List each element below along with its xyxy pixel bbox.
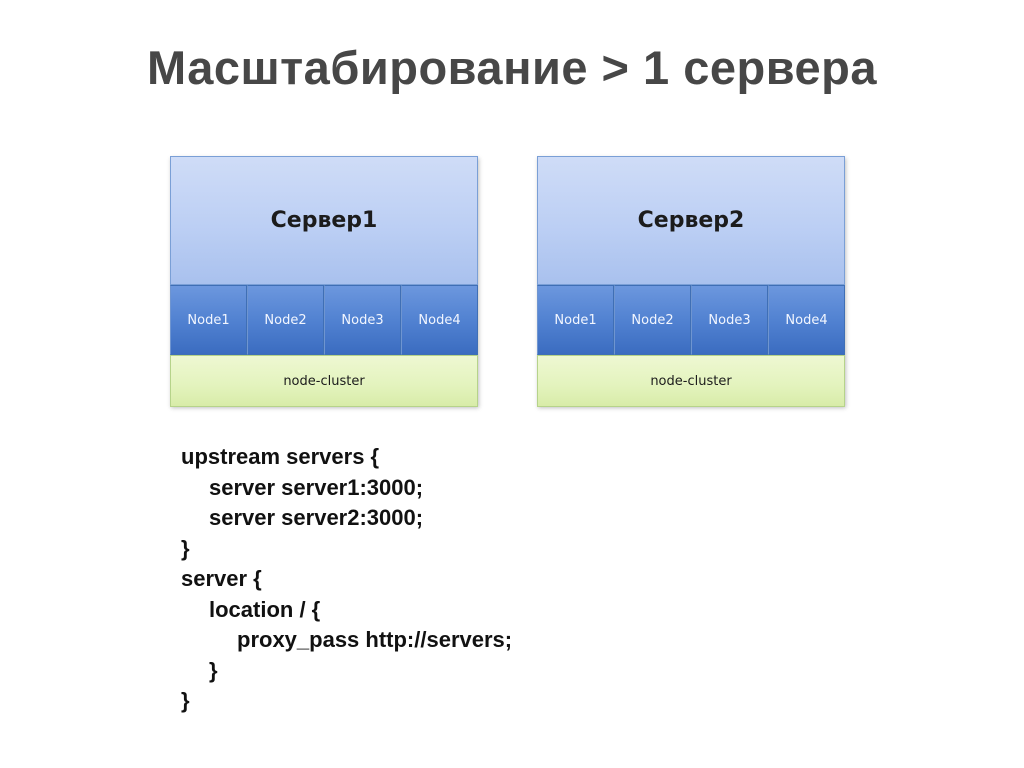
node-label: Node4 xyxy=(418,312,461,328)
node-label: Node3 xyxy=(708,312,751,328)
server-1-node-4: Node4 xyxy=(401,285,478,355)
code-line: server server1:3000; xyxy=(209,474,424,500)
server-2-node-row: Node1 Node2 Node3 Node4 xyxy=(537,285,845,355)
code-line: } xyxy=(181,535,190,561)
node-label: Node1 xyxy=(187,312,230,328)
node-label: Node2 xyxy=(631,312,674,328)
server-1-node-row: Node1 Node2 Node3 Node4 xyxy=(170,285,478,355)
node-label: Node3 xyxy=(341,312,384,328)
code-line: upstream servers { xyxy=(181,444,380,469)
server-2-cluster: node-cluster xyxy=(537,355,845,407)
code-line: } xyxy=(181,688,190,713)
server-1-header: Сервер1 xyxy=(170,156,478,285)
server-1-node-1: Node1 xyxy=(170,285,247,355)
cluster-label: node-cluster xyxy=(650,373,732,389)
server-1-cluster: node-cluster xyxy=(170,355,478,407)
cluster-label: node-cluster xyxy=(283,373,365,389)
server-2-name: Сервер2 xyxy=(637,208,745,233)
code-line: server server2:3000; xyxy=(209,505,424,530)
code-line: server { xyxy=(181,566,262,591)
server-1-node-3: Node3 xyxy=(324,285,401,355)
server-1-name: Сервер1 xyxy=(270,208,378,233)
code-line: } xyxy=(209,657,218,683)
slide-title: Масштабирование > 1 сервера xyxy=(146,41,878,94)
server-2-node-1: Node1 xyxy=(537,285,614,355)
server-2-block: Сервер2 Node1 Node2 Node3 Node4 node-clu… xyxy=(537,156,845,407)
node-label: Node4 xyxy=(785,312,828,328)
nginx-config-code: upstream servers { server server1:3000; … xyxy=(181,442,512,717)
code-line: proxy_pass http://servers; xyxy=(237,627,513,652)
server-1-node-2: Node2 xyxy=(247,285,324,355)
node-label: Node2 xyxy=(264,312,307,328)
server-2-node-3: Node3 xyxy=(691,285,768,355)
node-label: Node1 xyxy=(554,312,597,328)
code-line: location / { xyxy=(209,596,321,622)
server-1-block: Сервер1 Node1 Node2 Node3 Node4 node-clu… xyxy=(170,156,478,407)
server-2-header: Сервер2 xyxy=(537,156,845,285)
server-2-node-4: Node4 xyxy=(768,285,845,355)
server-2-node-2: Node2 xyxy=(614,285,691,355)
